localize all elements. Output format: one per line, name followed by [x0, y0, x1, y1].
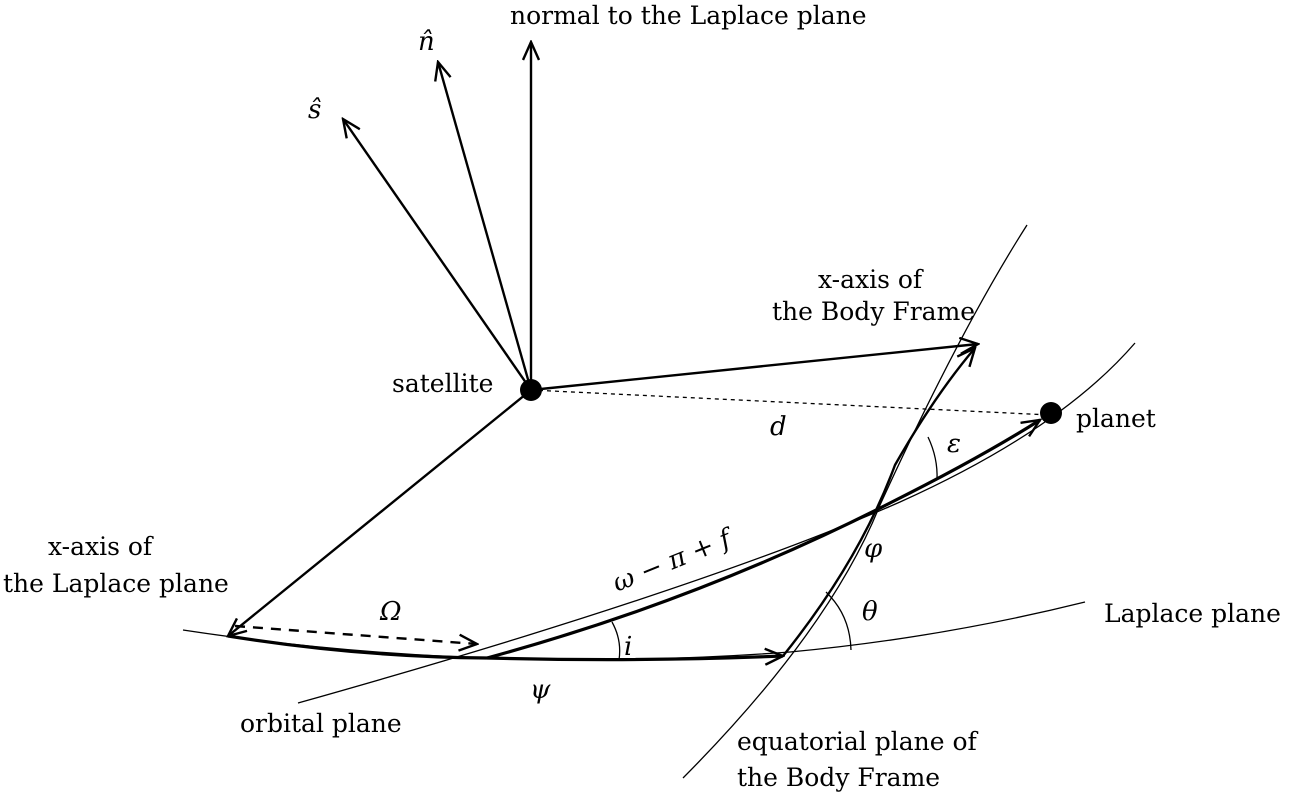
epsilon-angle-arc	[927, 436, 938, 481]
equatorial-plane-curve	[682, 224, 1028, 779]
orbital-plane-label: orbital plane	[240, 709, 402, 738]
satellite-dot	[520, 379, 542, 401]
n-hat-label: n̂	[418, 27, 435, 57]
laplace-plane-curve	[182, 601, 1086, 661]
orbital-arc	[486, 420, 1040, 660]
distance-line	[530, 389, 1051, 416]
body-x-axis-label-line2: the Body Frame	[772, 297, 975, 326]
satellite-label: satellite	[392, 369, 493, 398]
body-x-axis-vector	[530, 344, 978, 392]
laplace-plane-label: Laplace plane	[1104, 599, 1281, 628]
distance-label: d	[770, 412, 787, 442]
phi-label: φ	[864, 534, 883, 564]
i-label: i	[624, 632, 632, 662]
Omega-label: Ω	[379, 597, 402, 627]
body-x-axis-label-line1: x-axis of	[818, 265, 924, 294]
equatorial-label-line1: equatorial plane of	[737, 727, 978, 756]
psi-label: ψ	[530, 675, 551, 705]
laplace-x-axis-label-line2: the Laplace plane	[3, 569, 229, 598]
planet-label: planet	[1076, 404, 1156, 433]
s-hat-vector	[343, 119, 532, 391]
psi-arc	[227, 634, 488, 660]
laplace-arc-to-equator	[486, 656, 783, 660]
normal-label: normal to the Laplace plane	[510, 1, 867, 30]
n-hat-vector	[438, 62, 533, 391]
epsilon-label: ε	[947, 429, 961, 459]
laplace-x-axis-label-line1: x-axis of	[48, 532, 154, 561]
theta-label: θ	[862, 597, 878, 627]
theta-angle-arc	[825, 591, 852, 651]
orbit-angle-label: ω − π + f	[608, 522, 739, 598]
laplace-x-axis-vector	[228, 389, 532, 636]
s-hat-label: ŝ	[308, 95, 321, 125]
planet-dot	[1040, 402, 1062, 424]
equatorial-label-line2: the Body Frame	[737, 763, 940, 792]
omega-dashed-arrow	[234, 624, 477, 644]
equatorial-arc	[782, 348, 975, 657]
i-angle-arc	[611, 621, 621, 661]
